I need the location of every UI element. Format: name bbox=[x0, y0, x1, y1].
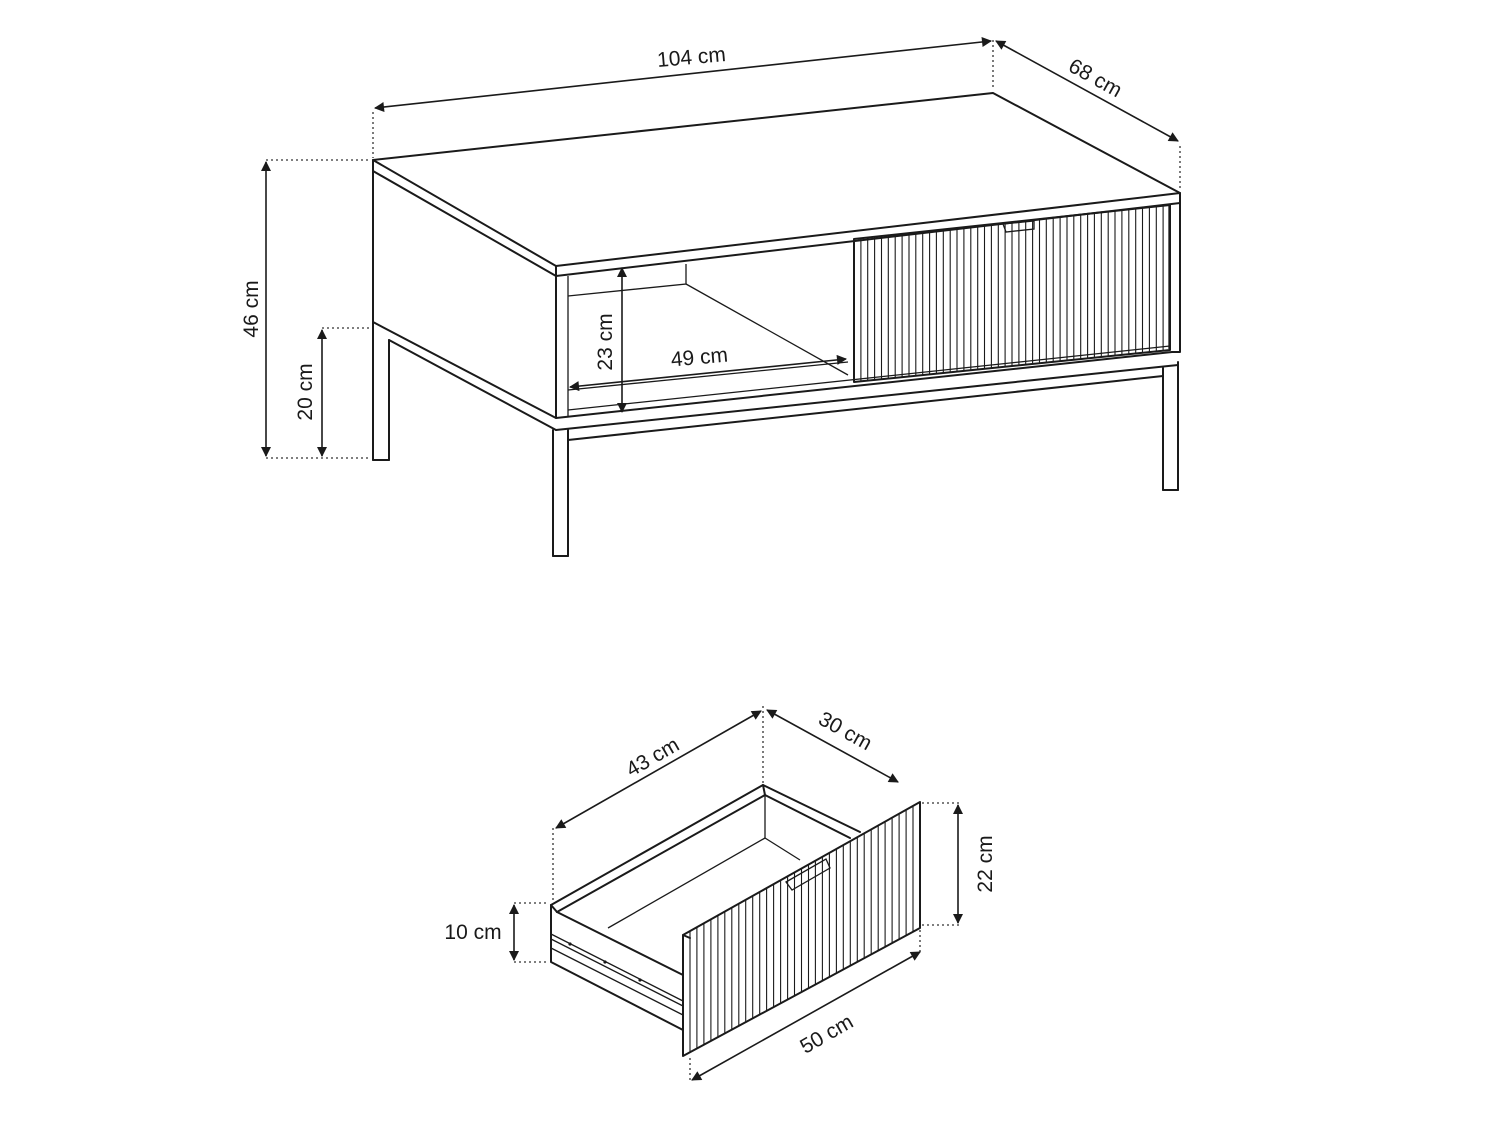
dim-table-depth: 68 cm bbox=[995, 40, 1181, 190]
table-bottom-front-edge bbox=[555, 351, 1173, 419]
dim-drawer-side-height: 10 cm bbox=[444, 902, 549, 963]
dim-label-drawer-front-width: 50 cm bbox=[796, 1010, 857, 1059]
dim-drawer-front-height: 22 cm bbox=[922, 802, 997, 926]
table-bottom-front-edge-inner bbox=[567, 345, 1171, 411]
drawer-rim-left-inner bbox=[556, 911, 684, 976]
table-legs-frame bbox=[372, 321, 1179, 557]
drawer-front-ribs bbox=[860, 205, 1164, 382]
drawer-panel-edge bbox=[682, 934, 691, 939]
dim-label-table-width: 104 cm bbox=[656, 43, 727, 72]
dim-label-shelf-height: 23 cm bbox=[594, 313, 617, 370]
dim-leg-height: 20 cm bbox=[294, 327, 371, 457]
drawer-panel-ribs bbox=[689, 805, 914, 1053]
dim-label-shelf-width: 49 cm bbox=[670, 344, 729, 372]
drawer-box-rim-inner bbox=[556, 794, 851, 913]
drawer-rim-back-corner bbox=[762, 784, 766, 796]
drawer-runner-holes bbox=[568, 942, 642, 982]
drawer-left-side bbox=[550, 904, 684, 1031]
drawer-floor-back-edge bbox=[607, 837, 766, 929]
dim-label-table-height: 46 cm bbox=[240, 280, 263, 337]
drawer-runner-mid bbox=[550, 938, 684, 1007]
drawer-runner-top bbox=[550, 933, 684, 1002]
dim-shelf-width: 49 cm bbox=[569, 344, 847, 392]
dim-label-leg-height: 20 cm bbox=[294, 363, 317, 420]
table-drawer-handle bbox=[1002, 220, 1035, 233]
drawer-box-rim bbox=[550, 784, 861, 906]
drawer-drawing: 43 cm 30 cm 22 cm 10 cm 50 cm bbox=[444, 706, 997, 1082]
dim-label-drawer-side-height: 10 cm bbox=[444, 921, 501, 944]
table-right-side-panel bbox=[1171, 202, 1181, 353]
table-left-side-panel bbox=[372, 170, 557, 419]
table-top-edge bbox=[372, 159, 1181, 277]
dim-drawer-width: 30 cm bbox=[766, 707, 899, 783]
frame-front-rail-lower bbox=[567, 375, 1164, 441]
dim-table-width: 104 cm bbox=[372, 37, 994, 158]
dim-label-drawer-front-height: 22 cm bbox=[974, 835, 997, 892]
dim-table-height: 46 cm bbox=[240, 159, 371, 459]
dim-drawer-length: 43 cm bbox=[552, 706, 764, 902]
drawer-floor-right-edge bbox=[764, 837, 801, 861]
drawer-handle bbox=[785, 858, 831, 891]
coffee-table-drawing: 104 cm 68 cm 46 cm 20 cm 23 cm bbox=[240, 37, 1181, 557]
drawer-runner-bottom bbox=[550, 947, 684, 1016]
frame-front-rail bbox=[555, 364, 1179, 431]
table-drawer-front bbox=[853, 204, 1171, 383]
frame-left-rail bbox=[388, 339, 557, 431]
dim-shelf-height: 23 cm bbox=[594, 267, 627, 413]
dim-label-drawer-width: 30 cm bbox=[815, 707, 876, 755]
shelf-back-top-edge bbox=[567, 264, 687, 297]
dim-label-drawer-length: 43 cm bbox=[622, 733, 683, 782]
